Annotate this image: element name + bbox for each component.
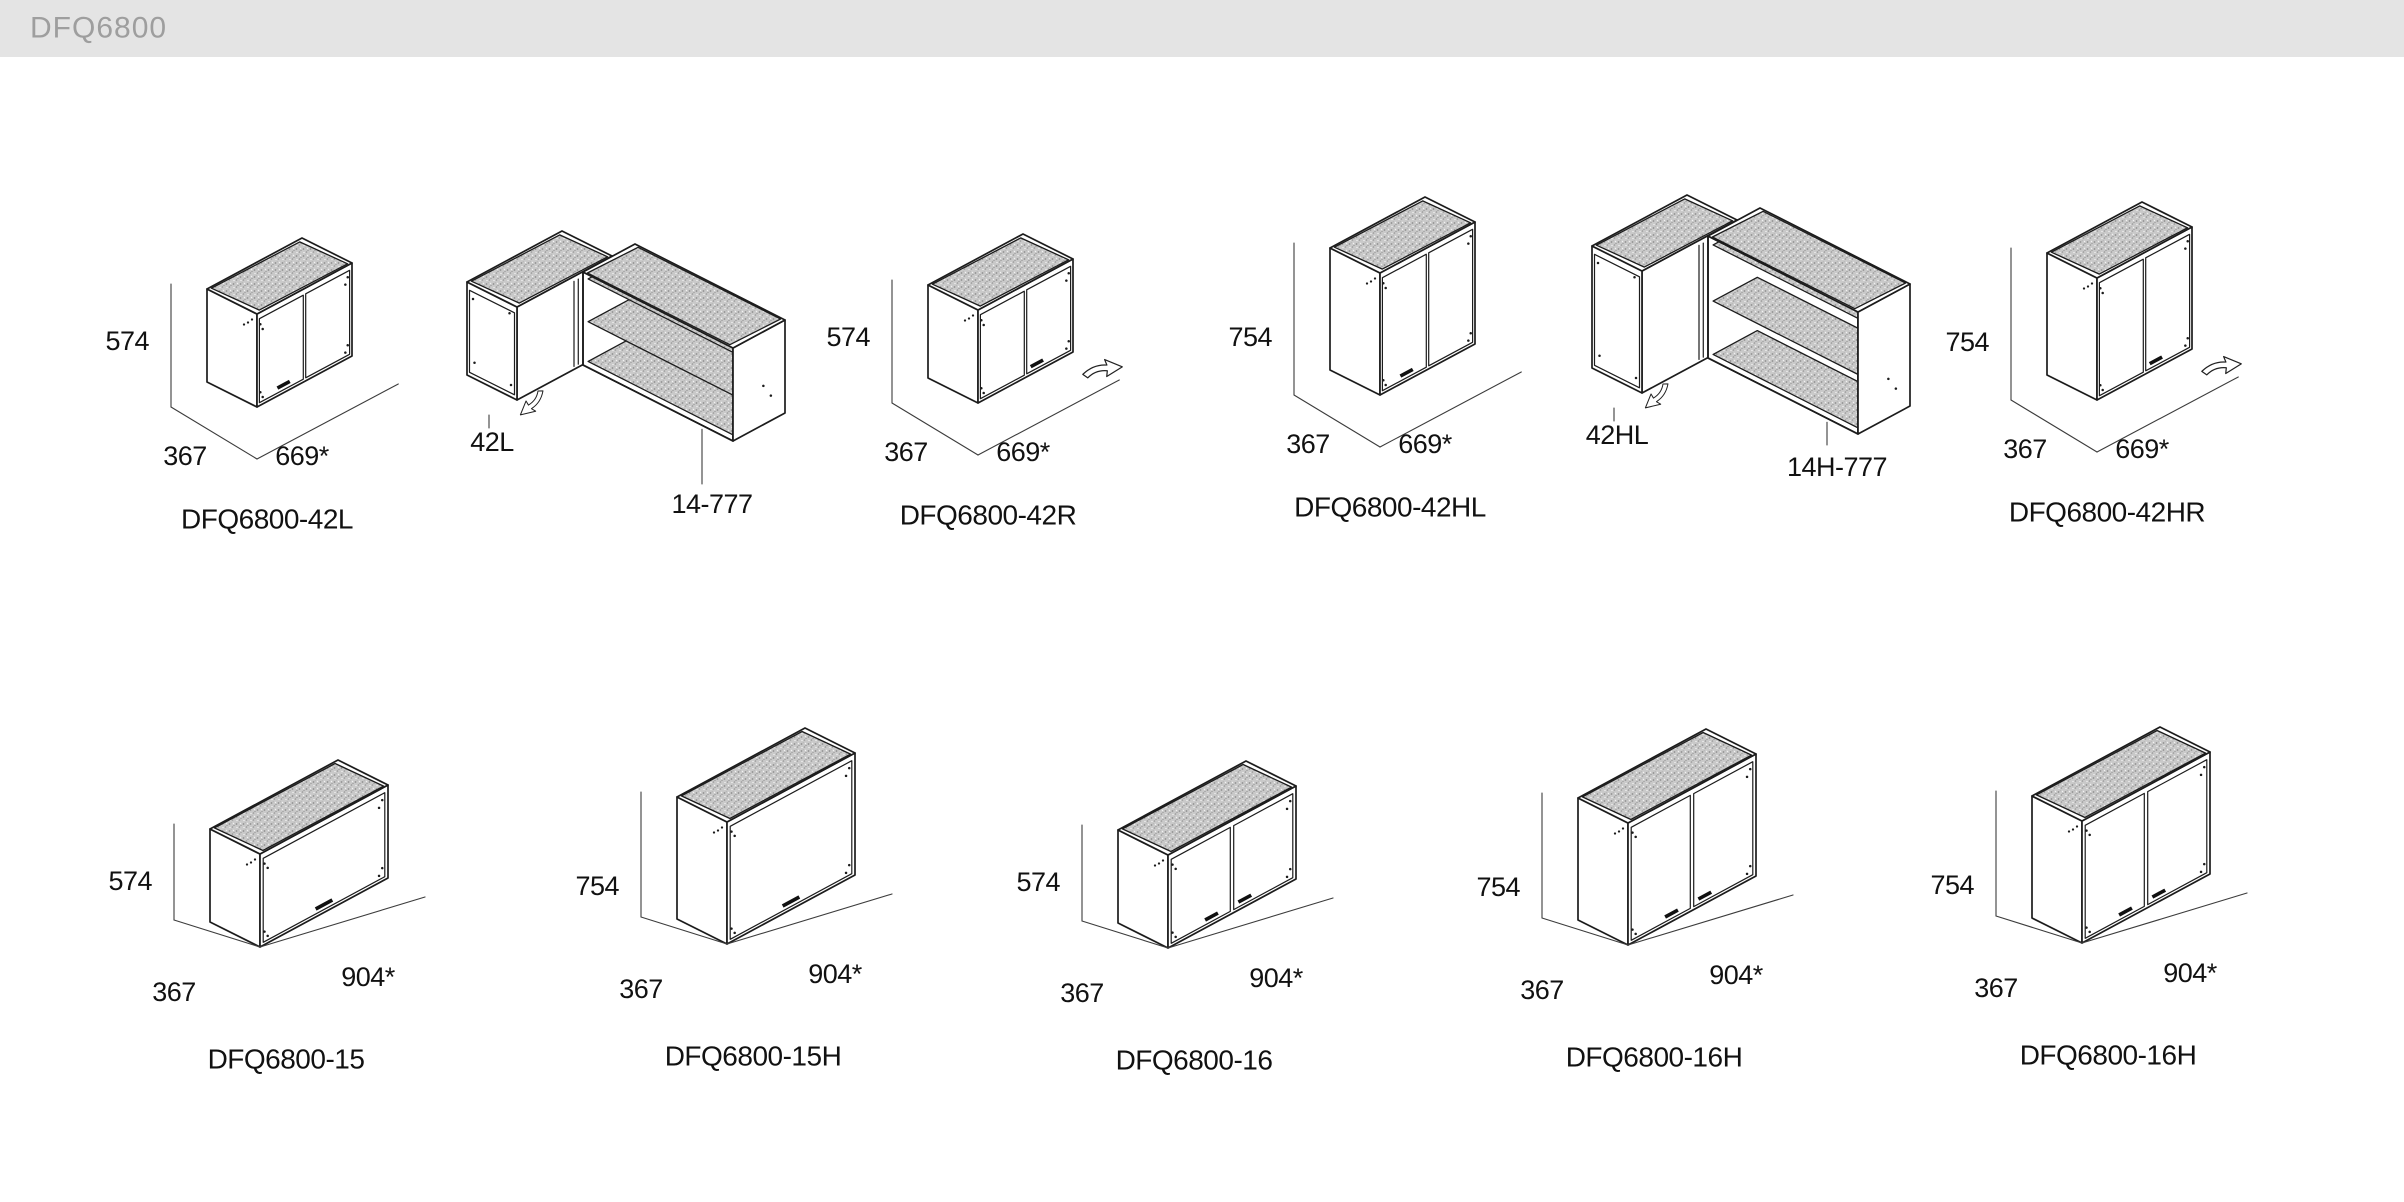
- height-dim-label: 574: [1016, 867, 1060, 897]
- depth-dim-label: 367: [163, 441, 207, 471]
- dimension-lines: [170, 283, 399, 460]
- model-label: DFQ6800-16H: [1566, 1042, 1743, 1073]
- depth-dim-label: 367: [152, 977, 196, 1007]
- corner-unit-drawing: [466, 230, 786, 485]
- header-bar: DFQ6800: [0, 0, 2404, 57]
- height-dim-label: 574: [108, 866, 152, 896]
- figure-dfq6800-15h: 754 367 904* DFQ6800-15H: [575, 727, 893, 1072]
- dimension-lines: [640, 791, 893, 945]
- cabinet-drawing: [676, 727, 856, 945]
- model-label: DFQ6800-16: [1116, 1045, 1273, 1076]
- figure-dfq6800-15: 574 367 904* DFQ6800-15: [108, 759, 426, 1075]
- corner-right-label: 14-777: [671, 489, 752, 519]
- height-dim-label: 574: [105, 326, 149, 356]
- corner-left-label: 42HL: [1586, 420, 1649, 450]
- height-dim-label: 754: [1476, 872, 1520, 902]
- depth-dim-label: 367: [1520, 975, 1564, 1005]
- dimension-lines: [173, 823, 426, 948]
- depth-dim-label: 367: [1974, 973, 2018, 1003]
- model-label: DFQ6800-42R: [900, 500, 1077, 531]
- cabinet-drawing: [1117, 760, 1297, 949]
- depth-dim-label: 367: [1286, 429, 1330, 459]
- figure-dfq6800-42l: 574 367 669* DFQ6800-42L: [105, 237, 399, 535]
- height-dim-label: 754: [575, 871, 619, 901]
- width-dim-label: 904*: [1249, 963, 1304, 993]
- cabinet-drawing: [927, 233, 1123, 404]
- swing-arrow-icon: [1082, 358, 1123, 379]
- width-dim-label: 904*: [808, 959, 863, 989]
- cabinet-drawing: [1329, 196, 1476, 396]
- width-dim-label: 669*: [275, 441, 330, 471]
- page-title: DFQ6800: [30, 10, 168, 44]
- figure-dfq6800-16h: 754 367 904* DFQ6800-16H: [1930, 726, 2248, 1071]
- figure-dfq6800-42hl: 754 367 669* DFQ6800-42HL: [1228, 196, 1522, 523]
- figure-dfq6800-42hr: 754 367 669* DFQ6800-42HR: [1945, 201, 2242, 528]
- cabinet-drawing: [209, 759, 389, 948]
- depth-dim-label: 367: [884, 437, 928, 467]
- figure-dfq6800-16h: 754 367 904* DFQ6800-16H: [1476, 728, 1794, 1073]
- dimension-lines: [1541, 792, 1794, 946]
- corner-unit-drawing: [1591, 194, 1911, 446]
- dimension-lines: [2010, 247, 2239, 453]
- cabinet-drawing: [2046, 201, 2242, 401]
- height-dim-label: 754: [1228, 322, 1272, 352]
- height-dim-label: 754: [1945, 327, 1989, 357]
- figure-dfq6800-42r: 574 367 669* DFQ6800-42R: [826, 233, 1123, 531]
- dimension-lines: [891, 279, 1120, 456]
- dimension-lines: [1995, 790, 2248, 944]
- width-dim-label: 669*: [996, 437, 1051, 467]
- swing-arrow-icon: [519, 390, 544, 416]
- model-label: DFQ6800-42L: [181, 504, 353, 535]
- depth-dim-label: 367: [2003, 434, 2047, 464]
- height-dim-label: 754: [1930, 870, 1974, 900]
- figure-dfq6800-16: 574 367 904* DFQ6800-16: [1016, 760, 1334, 1076]
- model-label: DFQ6800-42HL: [1294, 492, 1486, 523]
- model-label: DFQ6800-16H: [2020, 1040, 2197, 1071]
- swing-arrow-icon: [1644, 383, 1669, 409]
- width-dim-label: 669*: [1398, 429, 1453, 459]
- dimension-lines: [1293, 242, 1522, 448]
- drawings-canvas: 574 367 669* DFQ6800-42L 42L 14-777 574 367 669*…: [0, 57, 2404, 1202]
- figure-corner-42l: 42L 14-777: [466, 230, 786, 519]
- model-label: DFQ6800-15: [208, 1044, 365, 1075]
- height-dim-label: 574: [826, 322, 870, 352]
- width-dim-label: 904*: [1709, 960, 1764, 990]
- model-label: DFQ6800-42HR: [2009, 497, 2205, 528]
- cabinet-drawing: [2031, 726, 2211, 944]
- swing-arrow-icon: [2201, 355, 2242, 376]
- depth-dim-label: 367: [619, 974, 663, 1004]
- corner-left-label: 42L: [470, 427, 514, 457]
- cabinet-drawing: [206, 237, 353, 408]
- width-dim-label: 669*: [2115, 434, 2170, 464]
- width-dim-label: 904*: [341, 962, 396, 992]
- figure-corner-42hl: 42HL 14H-777: [1586, 194, 1911, 482]
- width-dim-label: 904*: [2163, 958, 2218, 988]
- corner-right-label: 14H-777: [1787, 452, 1887, 482]
- dimension-lines: [1081, 824, 1334, 949]
- model-label: DFQ6800-15H: [665, 1041, 842, 1072]
- depth-dim-label: 367: [1060, 978, 1104, 1008]
- cabinet-drawing: [1577, 728, 1757, 946]
